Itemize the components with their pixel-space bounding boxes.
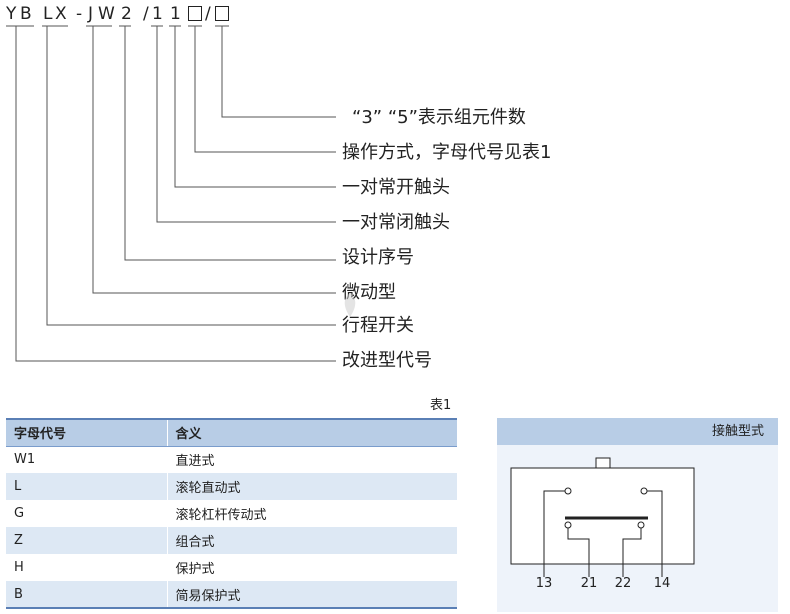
- code-blank-box-1: [188, 6, 202, 21]
- code-char-slash-1: /: [143, 4, 149, 24]
- table-header-row: 字母代号 含义: [6, 418, 457, 447]
- watermark-emblem-icon: [344, 293, 356, 317]
- table-cell-code: H: [6, 554, 168, 581]
- table-cell-meaning: 滚轮杠杆传动式: [167, 500, 457, 527]
- table-cell-code: Z: [6, 527, 168, 554]
- leader-lines: [6, 25, 336, 362]
- contact-type-panel: 接触型式 13 21 22 14: [497, 418, 778, 612]
- table-caption: 表1: [430, 398, 452, 413]
- table-cell-code: B: [6, 581, 168, 609]
- code-char-1b: 1: [170, 4, 181, 24]
- table-cell-meaning: 直进式: [167, 446, 457, 473]
- label-component-count: “3” “5”表示组元件数: [352, 107, 526, 128]
- code-char-w: W: [98, 4, 115, 24]
- code-blank-box-2: [215, 6, 229, 21]
- code-char-j: J: [88, 4, 94, 24]
- label-operation-mode: 操作方式，字母代号见表1: [342, 142, 552, 163]
- table-row: W1 直进式: [6, 446, 457, 473]
- code-char-dash: -: [76, 4, 83, 24]
- code-char-l: L: [43, 4, 53, 24]
- label-improved-code: 改进型代号: [342, 350, 432, 371]
- table-cell-code: L: [6, 473, 168, 500]
- switch-housing: [510, 467, 695, 565]
- switch-plunger: [595, 457, 611, 469]
- table-row: B 简易保护式: [6, 581, 457, 609]
- table-row: H 保护式: [6, 554, 457, 581]
- label-normally-open: 一对常开触头: [342, 177, 450, 198]
- table-cell-meaning: 组合式: [167, 527, 457, 554]
- table-cell-meaning: 保护式: [167, 554, 457, 581]
- label-micro-type: 微动型: [342, 282, 396, 303]
- table-row: L 滚轮直动式: [6, 473, 457, 500]
- code-char-2: 2: [121, 4, 132, 24]
- code-char-y: Y: [6, 4, 17, 24]
- terminal-label-14: 14: [653, 576, 671, 591]
- terminal-label-13: 13: [535, 576, 553, 591]
- column-header-meaning: 含义: [167, 418, 457, 447]
- table-cell-code: W1: [6, 446, 168, 473]
- table-row: Z 组合式: [6, 527, 457, 554]
- table-cell-meaning: 滚轮直动式: [167, 473, 457, 500]
- table-cell-meaning: 简易保护式: [167, 581, 457, 609]
- contact-schematic: [510, 457, 695, 577]
- code-char-1a: 1: [152, 4, 163, 24]
- table-row: G 滚轮杠杆传动式: [6, 500, 457, 527]
- terminal-label-21: 21: [580, 576, 598, 591]
- watermark-logo: [340, 289, 470, 329]
- contact-panel-title: 接触型式: [497, 418, 778, 445]
- table-cell-code: G: [6, 500, 168, 527]
- code-char-slash-2: /: [205, 4, 211, 24]
- terminal-label-22: 22: [614, 576, 632, 591]
- letter-code-table: 字母代号 含义 W1 直进式 L 滚轮直动式 G 滚轮杠杆传动式 Z 组合式 H…: [6, 418, 457, 609]
- label-travel-switch: 行程开关: [342, 315, 414, 336]
- label-design-number: 设计序号: [342, 247, 414, 268]
- code-char-b: B: [20, 4, 32, 24]
- code-char-x: X: [55, 4, 67, 24]
- column-header-code: 字母代号: [6, 418, 168, 447]
- model-code-diagram: Y B L X - J W 2 / 1 1 / “3: [6, 4, 552, 371]
- label-normally-closed: 一对常闭触头: [342, 212, 450, 233]
